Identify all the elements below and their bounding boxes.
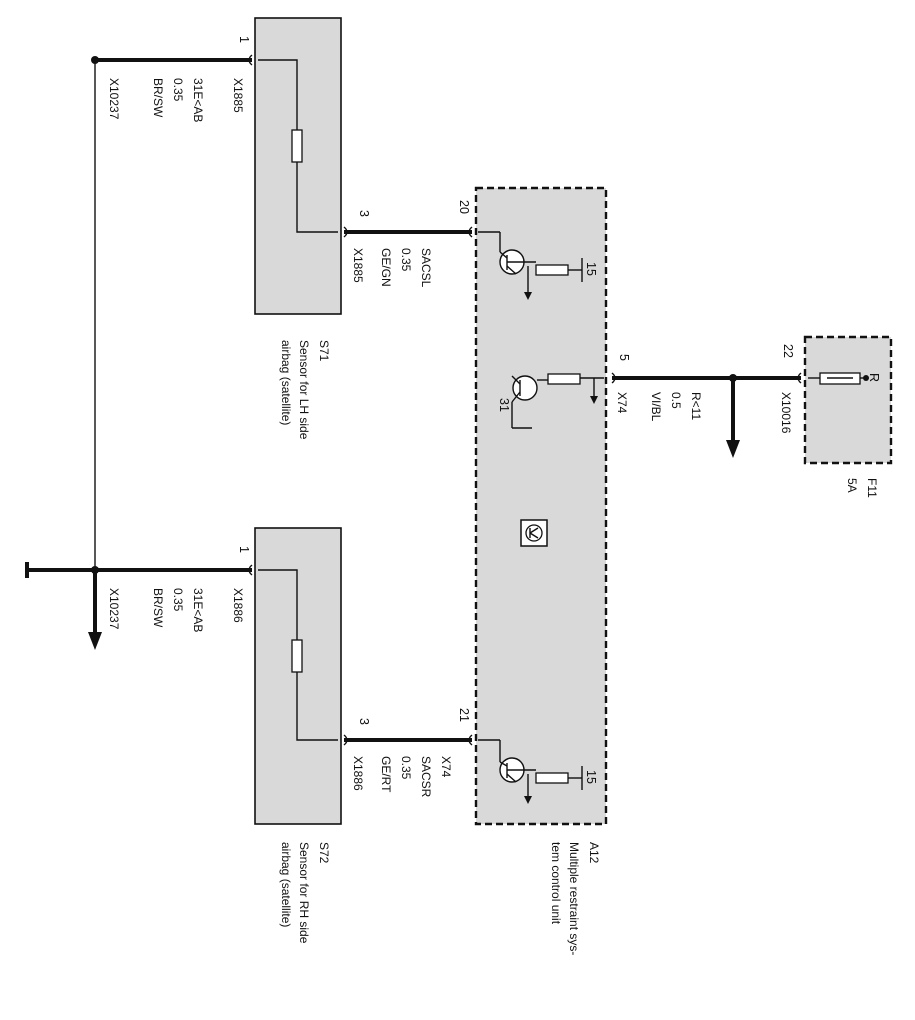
pin-f11-22: 22 bbox=[781, 344, 795, 358]
electronic-unit-icon bbox=[520, 519, 548, 547]
f11-fuse-box bbox=[803, 335, 893, 465]
a12-desc-2: tem control unit bbox=[549, 842, 563, 925]
fuse-pin-r: R bbox=[867, 373, 881, 382]
s72-desc-1: Sensor for RH side bbox=[297, 842, 311, 944]
terminal-15-a: 15 bbox=[584, 262, 598, 276]
pin-s71-3: 3 bbox=[357, 210, 371, 217]
terminal-15-b: 15 bbox=[584, 770, 598, 784]
sacsl-conn: X1885 bbox=[351, 248, 365, 283]
s72-gnd-conn: X1886 bbox=[231, 588, 245, 623]
sacsr-color: GE/RT bbox=[379, 756, 393, 793]
f11-rating: 5A bbox=[845, 478, 859, 493]
s71-sensor-box bbox=[254, 17, 342, 315]
sacsr-conn: X1886 bbox=[351, 756, 365, 791]
sacsr-size: 0.35 bbox=[399, 756, 413, 780]
s72-code: S72 bbox=[317, 842, 331, 864]
a12-desc-1: Multiple restraint sys- bbox=[567, 842, 581, 955]
s71-gnd-size: 0.35 bbox=[171, 78, 185, 102]
power-color: VI/BL bbox=[649, 392, 663, 422]
s72-internal-wire-bottom bbox=[296, 672, 338, 741]
s71-gnd-splice: X10237 bbox=[107, 78, 121, 120]
s71-code: S71 bbox=[317, 340, 331, 362]
a12-control-unit-box bbox=[474, 186, 608, 826]
ground-arrow-icon bbox=[88, 632, 102, 650]
s71-gnd-signal: 31E<AB bbox=[191, 78, 205, 122]
pin-s71-1: 1 bbox=[237, 36, 251, 43]
s71-resistor-icon bbox=[291, 129, 303, 163]
s72-gnd-splice: X10237 bbox=[107, 588, 121, 630]
a12-code: A12 bbox=[587, 842, 601, 864]
s72-resistor-icon bbox=[291, 639, 303, 673]
transistor-sacsl-icon bbox=[499, 249, 583, 300]
s72-desc-2: airbag (satellite) bbox=[279, 842, 293, 927]
f11-code: F11 bbox=[865, 478, 879, 498]
pin-s72-3: 3 bbox=[357, 718, 371, 725]
s72-gnd-signal: 31E<AB bbox=[191, 588, 205, 632]
sacsr-signal: SACSR bbox=[419, 756, 433, 798]
power-size: 0.5 bbox=[669, 392, 683, 409]
s71-desc-1: Sensor for LH side bbox=[297, 340, 311, 440]
s71-gnd-color: BR/SW bbox=[151, 78, 165, 118]
s72-internal-wire-top bbox=[258, 569, 298, 640]
power-arrow-icon bbox=[726, 440, 740, 458]
s71-desc-2: airbag (satellite) bbox=[279, 340, 293, 425]
s72-sensor-box bbox=[254, 527, 342, 825]
pin-a12-20: 20 bbox=[457, 200, 471, 214]
s71-gnd-conn: X1885 bbox=[231, 78, 245, 113]
terminal-31: 31 bbox=[497, 398, 511, 412]
pin-a12-5: 5 bbox=[617, 354, 631, 361]
sacsl-color: GE/GN bbox=[379, 248, 393, 287]
sacsr-a12-conn: X74 bbox=[439, 756, 453, 778]
power-fuse-conn: X10016 bbox=[779, 392, 793, 434]
power-signal: R<11 bbox=[689, 392, 703, 420]
power-a12-conn: X74 bbox=[615, 392, 629, 414]
transistor-power-icon bbox=[511, 373, 604, 429]
transistor-sacsr-icon bbox=[499, 757, 583, 804]
pin-s72-1: 1 bbox=[237, 546, 251, 553]
sacsl-size: 0.35 bbox=[399, 248, 413, 272]
s71-internal-wire-top bbox=[258, 59, 298, 130]
s71-internal-wire-bottom bbox=[296, 162, 338, 233]
pin-a12-21: 21 bbox=[457, 708, 471, 722]
sacsl-signal: SACSL bbox=[419, 248, 433, 288]
s72-gnd-size: 0.35 bbox=[171, 588, 185, 612]
s72-gnd-color: BR/SW bbox=[151, 588, 165, 628]
